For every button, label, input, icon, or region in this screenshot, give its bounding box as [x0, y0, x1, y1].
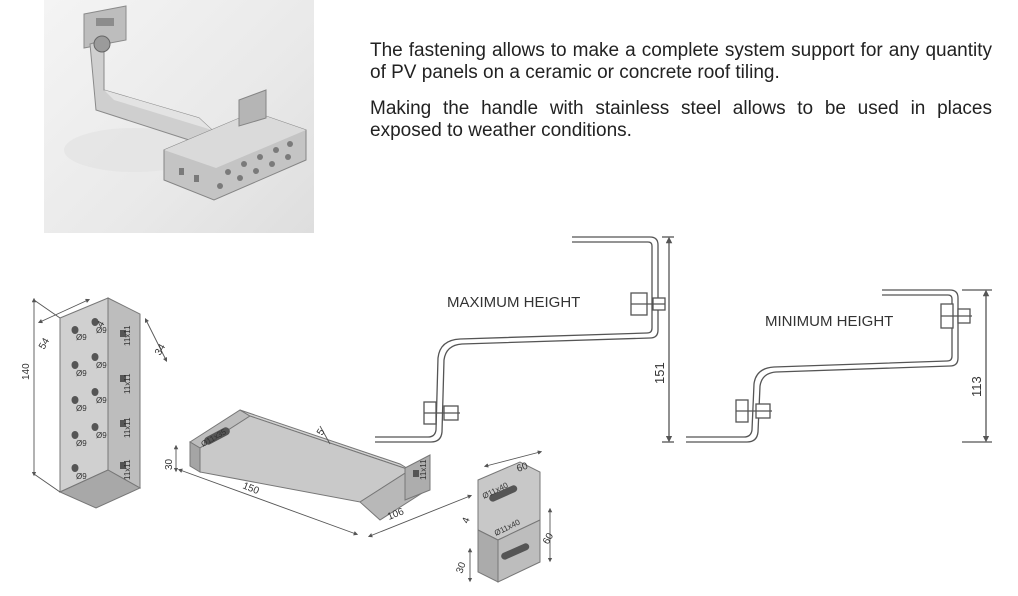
hook-slot-label: 11x11: [419, 459, 428, 480]
description-paragraph-1: The fastening allows to make a complete …: [370, 40, 992, 83]
base-plate-slot-label: 11x11: [123, 459, 132, 480]
min-height-label: MINIMUM HEIGHT: [765, 313, 893, 330]
clip-dim-30: 30: [454, 560, 468, 575]
base-plate-hole-label: Ø9: [76, 439, 87, 448]
description: The fastening allows to make a complete …: [370, 40, 992, 156]
description-paragraph-2: Making the handle with stainless steel a…: [370, 98, 992, 141]
max-height-label: MAXIMUM HEIGHT: [447, 294, 580, 311]
base-plate-hole-label: Ø9: [76, 369, 87, 378]
base-plate-hole-label: Ø9: [76, 472, 87, 481]
clip-dim-60-side: 60: [541, 531, 556, 547]
clip-dim-4: 4: [460, 516, 472, 525]
min-height-view: [686, 289, 992, 443]
max-height-view: [375, 236, 674, 443]
hook-dim-30: 30: [164, 458, 175, 470]
base-plate-drawing: [31, 297, 168, 509]
base-plate-slot-label: 11x11: [123, 417, 132, 438]
base-plate-dim-4: 4: [95, 319, 108, 330]
base-plate-slot-label: 11x11: [123, 373, 132, 394]
min-height-dimension: 113: [969, 376, 984, 397]
hook-drawing: [173, 409, 473, 538]
base-plate-hole-label: Ø9: [76, 404, 87, 413]
base-plate-dim-34: 34: [153, 342, 168, 358]
base-plate-hole-label: Ø9: [96, 326, 107, 335]
hook-dim-5: 5: [315, 427, 328, 438]
base-plate-hole-label: Ø9: [96, 431, 107, 440]
base-plate-hole-label: Ø9: [96, 361, 107, 370]
base-plate-dim-140: 140: [21, 363, 32, 380]
clip-dim-60-top: 60: [515, 461, 530, 475]
clip-drawing: [467, 450, 553, 583]
roof-hook-photo-image: [64, 5, 307, 201]
base-plate-slot-label: 11x11: [123, 325, 132, 346]
max-height-dimension: 151: [652, 362, 667, 384]
base-plate-hole-label: Ø9: [96, 396, 107, 405]
base-plate-dim-54: 54: [37, 336, 52, 352]
base-plate-hole-label: Ø9: [76, 333, 87, 342]
product-photo: [44, 0, 314, 233]
